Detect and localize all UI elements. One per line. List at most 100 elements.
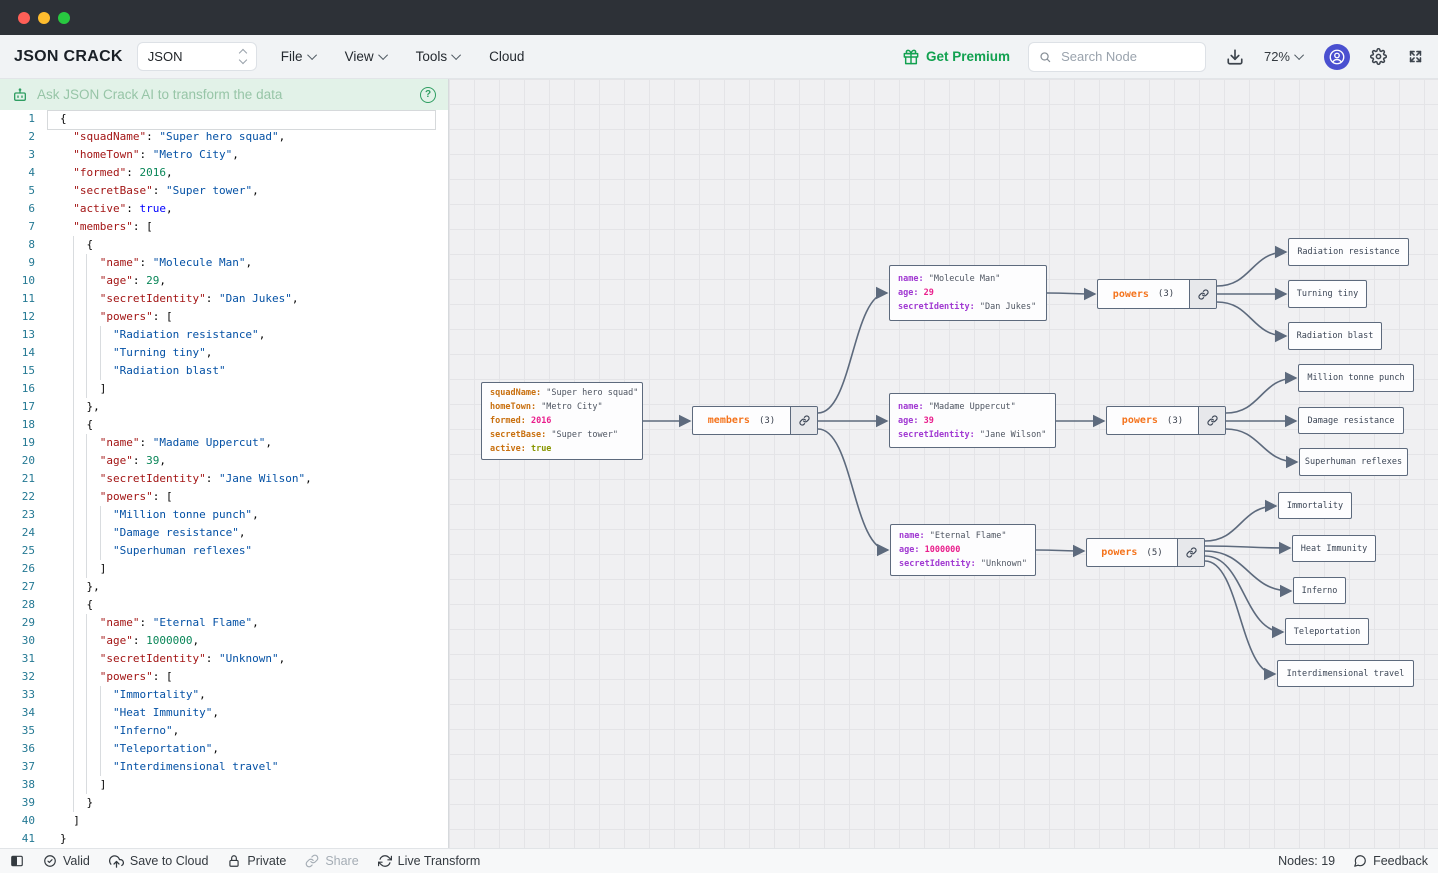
graph-node-powers-1[interactable]: powers(3) bbox=[1097, 279, 1217, 309]
code-line[interactable]: 15 "Radiation blast" bbox=[0, 362, 448, 380]
zoom-level-control[interactable]: 72% bbox=[1264, 49, 1305, 64]
graph-node-leaf-heat-immunity[interactable]: Heat Immunity bbox=[1292, 535, 1376, 562]
code-line[interactable]: 41} bbox=[0, 830, 448, 848]
collapse-link-button[interactable] bbox=[1189, 280, 1216, 308]
graph-node-leaf-turning-tiny[interactable]: Turning tiny bbox=[1288, 280, 1367, 308]
get-premium-button[interactable]: Get Premium bbox=[903, 49, 1010, 65]
minimize-traffic-light[interactable] bbox=[38, 11, 50, 24]
privacy-toggle[interactable]: Private bbox=[227, 854, 286, 868]
code-line[interactable]: 23 "Million tonne punch", bbox=[0, 506, 448, 524]
graph-node-leaf-million-tonne-punch[interactable]: Million tonne punch bbox=[1298, 364, 1414, 392]
code-line[interactable]: 11 "secretIdentity": "Dan Jukes", bbox=[0, 290, 448, 308]
graph-node-leaf-radiation-resistance[interactable]: Radiation resistance bbox=[1288, 238, 1409, 266]
ai-prompt-banner[interactable]: Ask JSON Crack AI to transform the data … bbox=[0, 79, 448, 110]
graph-node-leaf-interdimensional-travel[interactable]: Interdimensional travel bbox=[1277, 660, 1414, 687]
download-button[interactable] bbox=[1226, 48, 1244, 66]
line-number: 31 bbox=[21, 652, 35, 665]
line-number: 11 bbox=[21, 292, 35, 305]
menu-file[interactable]: File bbox=[267, 49, 331, 64]
code-line[interactable]: 35 "Inferno", bbox=[0, 722, 448, 740]
code-line[interactable]: 16 ] bbox=[0, 380, 448, 398]
save-to-cloud-button[interactable]: Save to Cloud bbox=[108, 854, 208, 869]
graph-node-leaf-immortality[interactable]: Immortality bbox=[1278, 492, 1352, 519]
graph-node-powers-2[interactable]: powers(3) bbox=[1106, 406, 1226, 435]
code-line[interactable]: 6 "active": true, bbox=[0, 200, 448, 218]
code-line[interactable]: 24 "Damage resistance", bbox=[0, 524, 448, 542]
code-line[interactable]: 25 "Superhuman reflexes" bbox=[0, 542, 448, 560]
help-icon[interactable]: ? bbox=[420, 86, 436, 103]
menu-tools[interactable]: Tools bbox=[402, 49, 476, 64]
code-line[interactable]: 19 "name": "Madame Uppercut", bbox=[0, 434, 448, 452]
line-number: 19 bbox=[21, 436, 35, 449]
menu-cloud[interactable]: Cloud bbox=[489, 49, 525, 64]
code-line[interactable]: 27 }, bbox=[0, 578, 448, 596]
code-line[interactable]: 1{ bbox=[0, 110, 448, 130]
collapse-link-button[interactable] bbox=[1198, 407, 1225, 434]
code-line[interactable]: 30 "age": 1000000, bbox=[0, 632, 448, 650]
collapse-link-button[interactable] bbox=[1177, 539, 1204, 566]
line-number: 30 bbox=[21, 634, 35, 647]
toggle-editor-panel-button[interactable] bbox=[10, 854, 24, 868]
share-button[interactable]: Share bbox=[305, 854, 359, 868]
graph-node-members[interactable]: members(3) bbox=[692, 406, 818, 435]
code-line[interactable]: 31 "secretIdentity": "Unknown", bbox=[0, 650, 448, 668]
graph-node-leaf-teleportation[interactable]: Teleportation bbox=[1285, 618, 1369, 645]
code-line[interactable]: 39 } bbox=[0, 794, 448, 812]
settings-button[interactable] bbox=[1370, 48, 1387, 65]
graph-node-root[interactable]: squadName: "Super hero squad"homeTown: "… bbox=[481, 382, 643, 460]
code-line[interactable]: 34 "Heat Immunity", bbox=[0, 704, 448, 722]
search-node-box[interactable] bbox=[1027, 41, 1206, 72]
code-line[interactable]: 13 "Radiation resistance", bbox=[0, 326, 448, 344]
format-select[interactable]: JSON bbox=[136, 42, 257, 71]
code-line[interactable]: 36 "Teleportation", bbox=[0, 740, 448, 758]
code-line[interactable]: 20 "age": 39, bbox=[0, 452, 448, 470]
menu-view[interactable]: View bbox=[331, 49, 402, 64]
code-line[interactable]: 7 "members": [ bbox=[0, 218, 448, 236]
code-line[interactable]: 14 "Turning tiny", bbox=[0, 344, 448, 362]
code-line[interactable]: 8 { bbox=[0, 236, 448, 254]
code-line[interactable]: 32 "powers": [ bbox=[0, 668, 448, 686]
code-line[interactable]: 2 "squadName": "Super hero squad", bbox=[0, 128, 448, 146]
code-line[interactable]: 40 ] bbox=[0, 812, 448, 830]
code-line[interactable]: 26 ] bbox=[0, 560, 448, 578]
code-line[interactable]: 18 { bbox=[0, 416, 448, 434]
code-line[interactable]: 37 "Interdimensional travel" bbox=[0, 758, 448, 776]
search-input[interactable] bbox=[1059, 48, 1195, 65]
line-number: 14 bbox=[21, 346, 35, 359]
zoom-traffic-light[interactable] bbox=[58, 11, 70, 24]
code-editor[interactable]: 1{2 "squadName": "Super hero squad",3 "h… bbox=[0, 110, 448, 848]
code-line[interactable]: 29 "name": "Eternal Flame", bbox=[0, 614, 448, 632]
validity-indicator[interactable]: Valid bbox=[43, 854, 90, 868]
code-line[interactable]: 9 "name": "Molecule Man", bbox=[0, 254, 448, 272]
code-line[interactable]: 4 "formed": 2016, bbox=[0, 164, 448, 182]
graph-canvas[interactable]: squadName: "Super hero squad"homeTown: "… bbox=[449, 79, 1438, 848]
graph-node-leaf-damage-resistance[interactable]: Damage resistance bbox=[1298, 407, 1404, 434]
code-line[interactable]: 10 "age": 29, bbox=[0, 272, 448, 290]
account-icon bbox=[1329, 49, 1345, 64]
close-traffic-light[interactable] bbox=[18, 11, 30, 24]
valid-label: Valid bbox=[63, 854, 90, 868]
live-transform-label: Live Transform bbox=[397, 854, 481, 868]
live-transform-toggle[interactable]: Live Transform bbox=[377, 854, 481, 868]
code-line[interactable]: 3 "homeTown": "Metro City", bbox=[0, 146, 448, 164]
feedback-button[interactable]: Feedback bbox=[1353, 854, 1428, 868]
code-line[interactable]: 22 "powers": [ bbox=[0, 488, 448, 506]
code-line[interactable]: 17 }, bbox=[0, 398, 448, 416]
code-line[interactable]: 21 "secretIdentity": "Jane Wilson", bbox=[0, 470, 448, 488]
graph-node-leaf-radiation-blast[interactable]: Radiation blast bbox=[1288, 322, 1382, 350]
fullscreen-button[interactable] bbox=[1407, 48, 1424, 65]
graph-node-leaf-inferno[interactable]: Inferno bbox=[1293, 577, 1346, 604]
code-line[interactable]: 5 "secretBase": "Super tower", bbox=[0, 182, 448, 200]
graph-node-leaf-superhuman-reflexes[interactable]: Superhuman reflexes bbox=[1299, 448, 1408, 476]
code-line[interactable]: 33 "Immortality", bbox=[0, 686, 448, 704]
graph-node-powers-3[interactable]: powers(5) bbox=[1086, 538, 1205, 567]
code-line[interactable]: 38 ] bbox=[0, 776, 448, 794]
collapse-link-button[interactable] bbox=[790, 407, 817, 434]
account-button[interactable] bbox=[1324, 43, 1350, 70]
code-line[interactable]: 12 "powers": [ bbox=[0, 308, 448, 326]
toolbar: JSON CRACK JSON File View Tools Cloud Ge… bbox=[0, 35, 1438, 79]
code-line[interactable]: 28 { bbox=[0, 596, 448, 614]
